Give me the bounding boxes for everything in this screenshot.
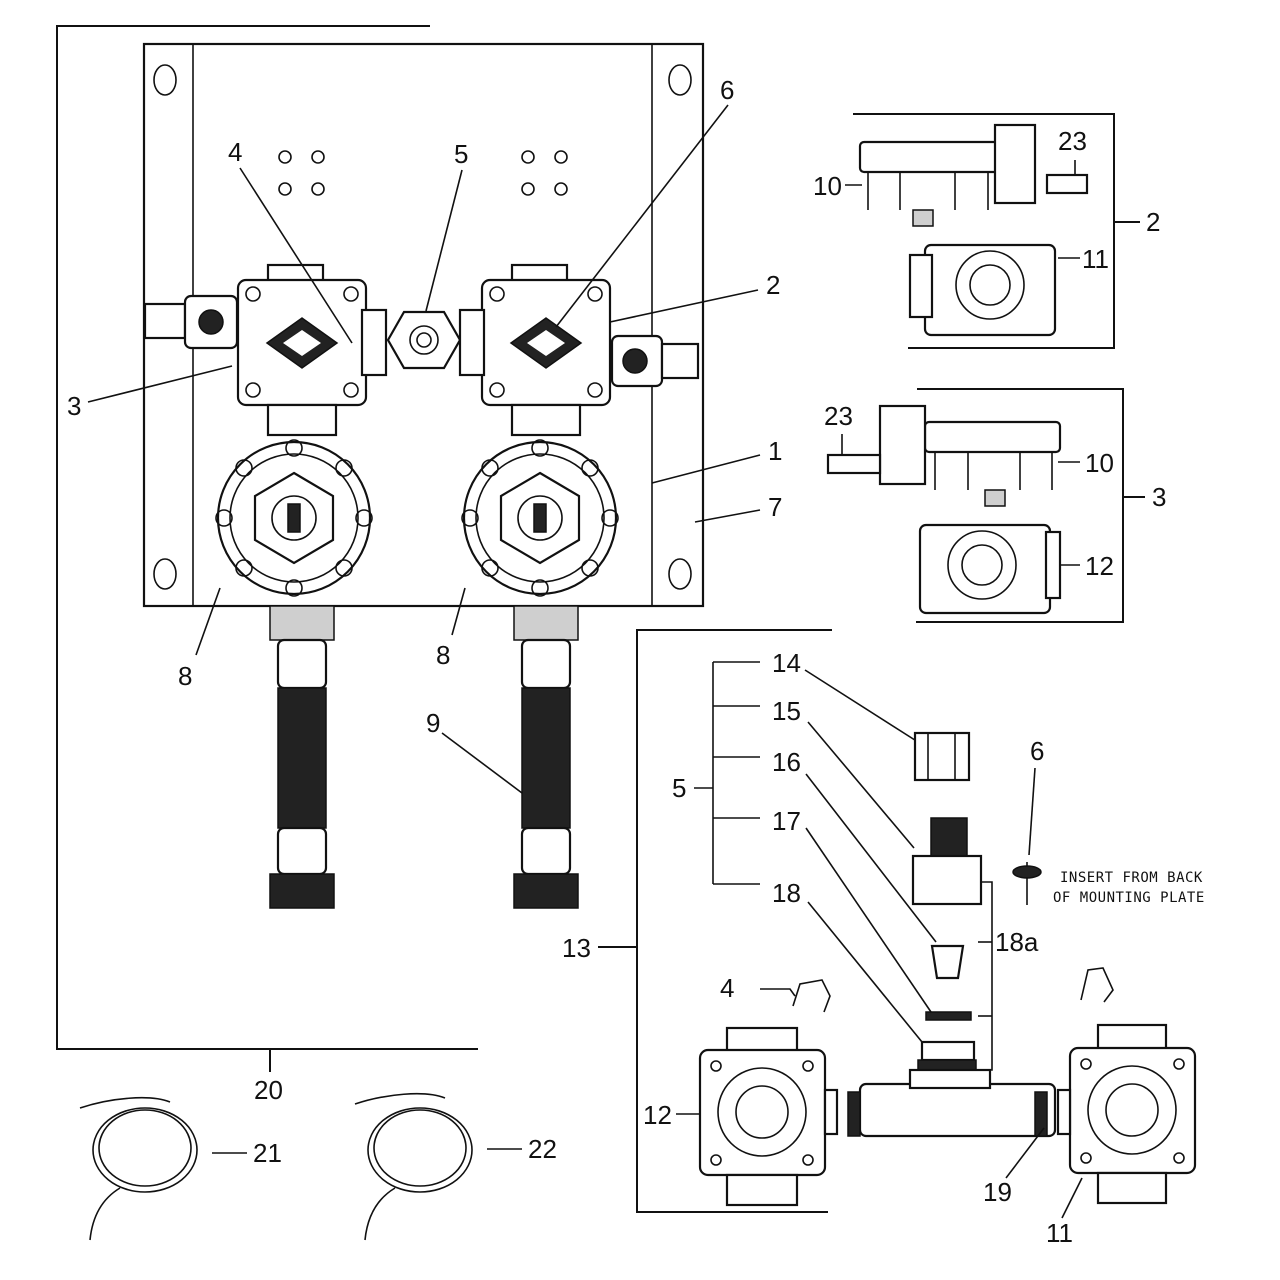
callout-4-main: 4	[228, 137, 242, 167]
left-hose	[269, 605, 335, 909]
tubing-coil-22	[354, 1092, 522, 1241]
main-leader-lines	[87, 104, 761, 794]
callout-6-detail: 6	[1030, 736, 1044, 766]
right-hose	[513, 605, 579, 909]
callout-3-main: 3	[67, 391, 81, 421]
callout-16: 16	[772, 747, 801, 777]
left-shutoff-valve	[215, 439, 373, 597]
callout-7: 7	[768, 492, 782, 522]
note-line-1: INSERT FROM BACK	[1060, 870, 1203, 886]
callout-23-detail3: 23	[824, 401, 853, 431]
callout-9: 9	[426, 708, 440, 738]
callout-11-detail13: 11	[1046, 1218, 1073, 1248]
callout-6-main: 6	[720, 75, 734, 105]
callout-12-detail3: 12	[1085, 551, 1114, 581]
callout-18a: 18a	[995, 927, 1039, 957]
callout-19: 19	[983, 1177, 1012, 1207]
detail-2	[845, 113, 1140, 349]
center-connector	[386, 310, 462, 370]
callout-12-detail13: 12	[643, 1100, 672, 1130]
callout-22: 22	[528, 1134, 557, 1164]
callout-8-left: 8	[178, 661, 192, 691]
callout-11-detail2: 11	[1082, 244, 1109, 274]
right-regulator	[458, 263, 612, 437]
callout-10-detail2: 10	[813, 171, 842, 201]
callout-15: 15	[772, 696, 801, 726]
left-inlet-fitting	[143, 294, 239, 350]
right-outlet-fitting	[610, 334, 700, 388]
left-regulator	[236, 263, 388, 437]
callout-21: 21	[253, 1138, 282, 1168]
callout-2-main: 2	[766, 270, 780, 300]
mounting-note: INSERT FROM BACK OF MOUNTING PLATE	[1053, 870, 1205, 906]
detail-3	[826, 388, 1145, 623]
callout-5-main: 5	[454, 139, 468, 169]
callout-4-detail: 4	[720, 973, 734, 1003]
detail-13	[598, 629, 1197, 1219]
main-assembly-bracket	[56, 25, 478, 1072]
callout-1: 1	[768, 436, 782, 466]
callout-8-right: 8	[436, 640, 450, 670]
callout-14: 14	[772, 648, 801, 678]
callout-13: 13	[562, 933, 591, 963]
tubing-coil-21	[79, 1096, 247, 1241]
callout-18: 18	[772, 878, 801, 908]
note-line-2: OF MOUNTING PLATE	[1053, 890, 1205, 906]
callout-2-detail: 2	[1146, 207, 1160, 237]
callout-5-detail: 5	[672, 773, 686, 803]
callout-10-detail3: 10	[1085, 448, 1114, 478]
callout-23-detail2: 23	[1058, 126, 1087, 156]
callout-17: 17	[772, 806, 801, 836]
right-shutoff-valve	[461, 439, 619, 597]
callout-labels: 1 2 2 3 3 4 4 5 5 6 6 7 8 8 9 10 10 11 1…	[67, 75, 1166, 1248]
callout-3-detail: 3	[1152, 482, 1166, 512]
callout-20: 20	[254, 1075, 283, 1105]
